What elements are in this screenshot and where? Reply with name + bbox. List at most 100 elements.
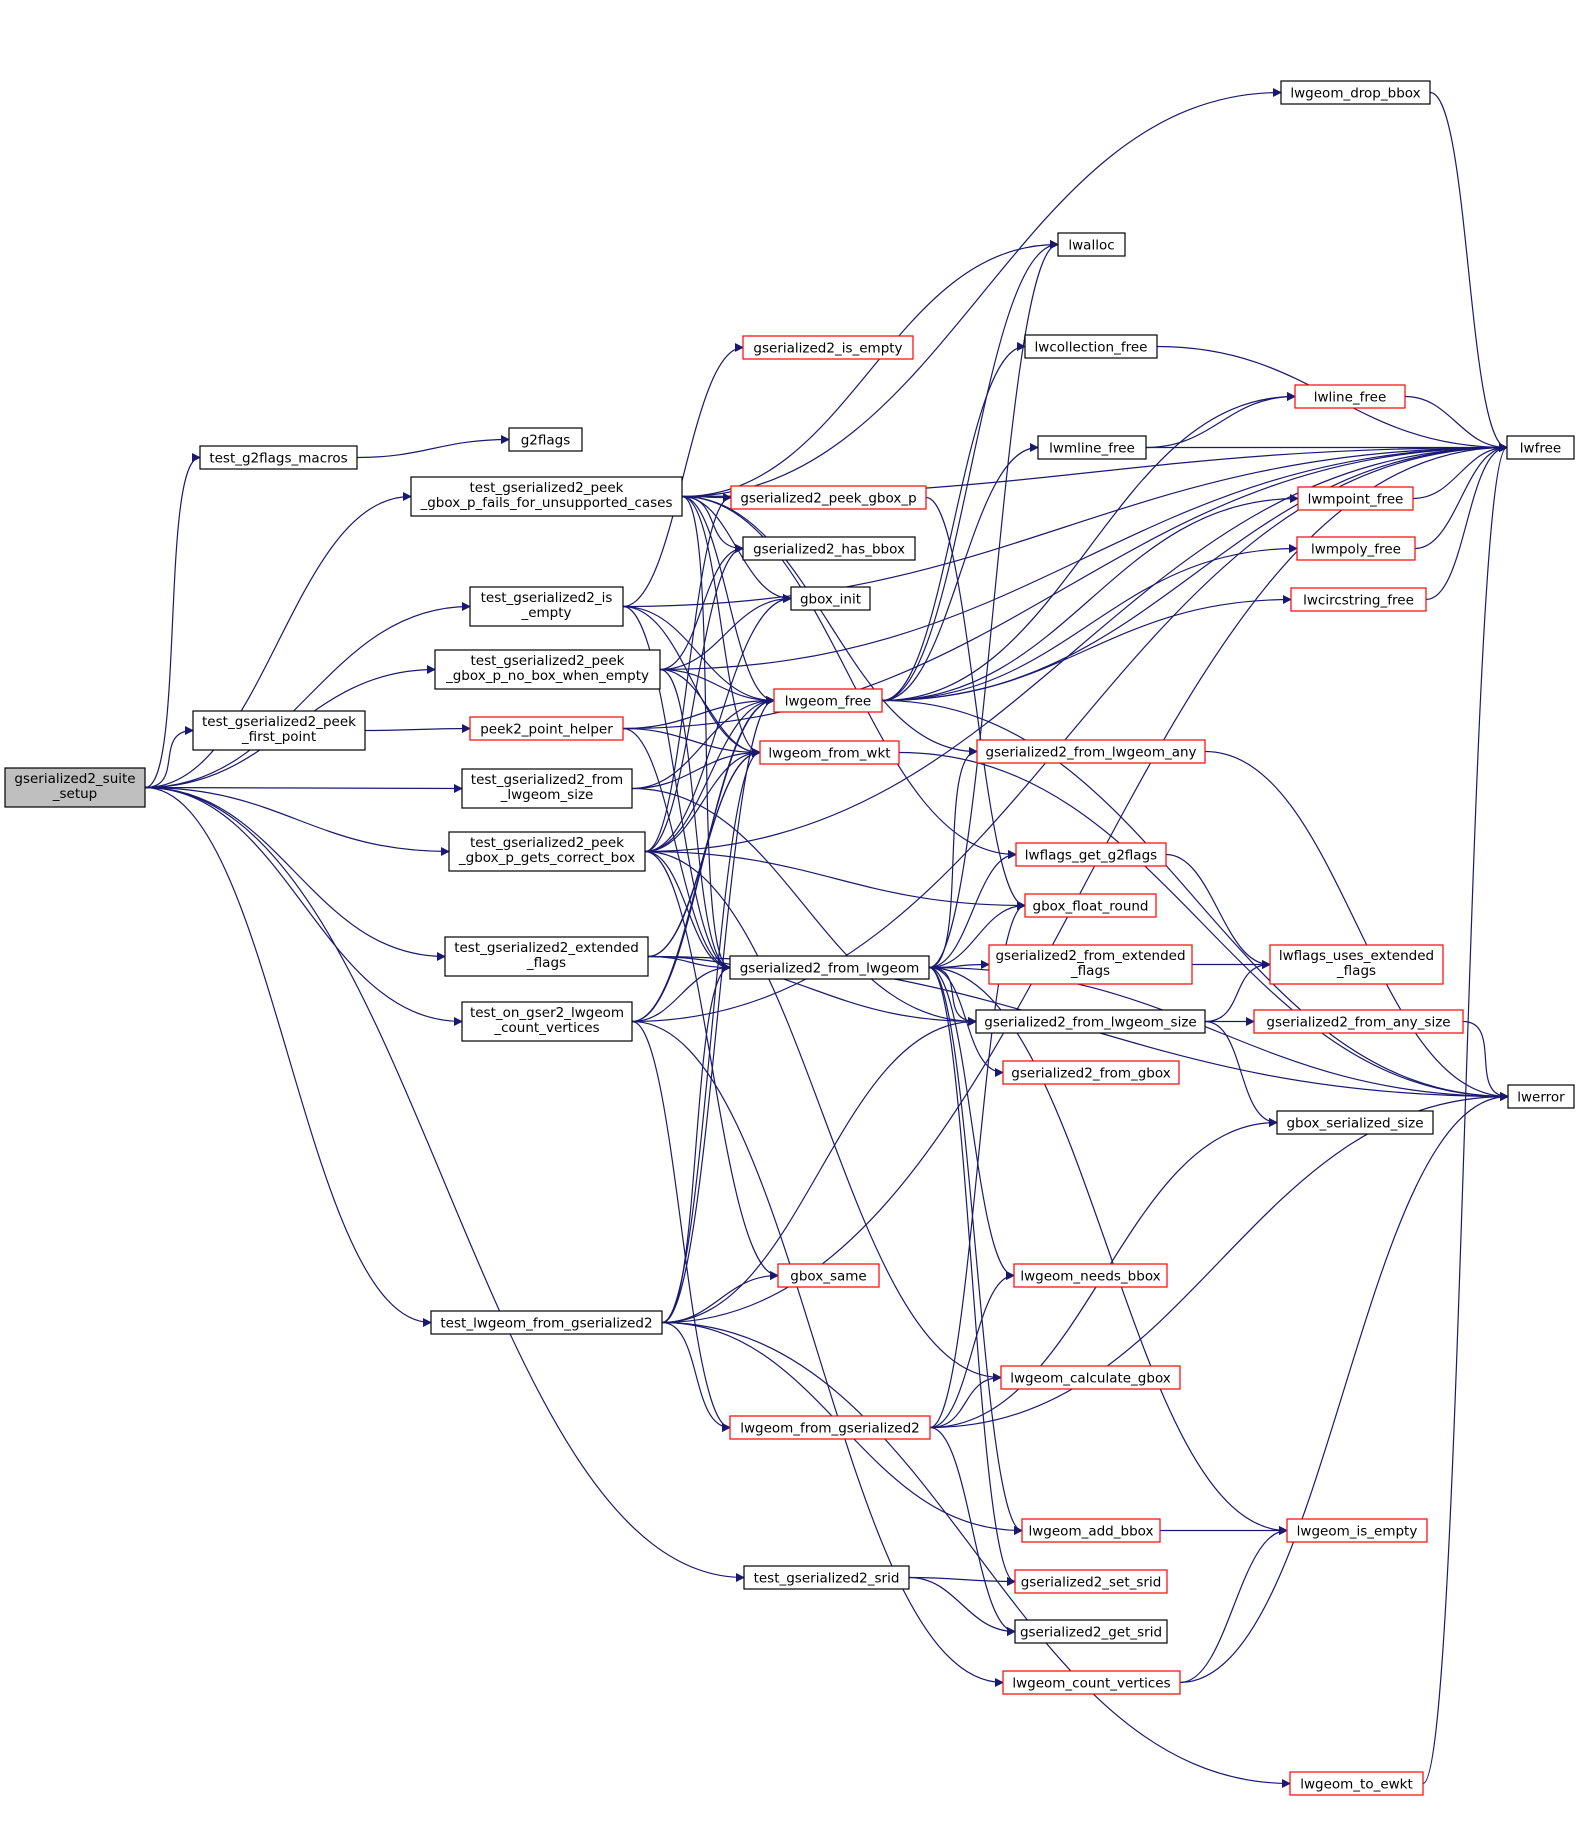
call-edge-peek_correct_box-to-gbox_float_round	[644, 850, 1026, 910]
node-count-vertices-test[interactable]: test_on_gser2_lwgeom_count_vertices	[461, 1001, 633, 1042]
node-gbox-float-round[interactable]: gbox_float_round	[1024, 893, 1157, 918]
node-lwerror[interactable]: lwerror	[1507, 1084, 1575, 1109]
node-label: test_gserialized2_peek	[202, 714, 356, 730]
node-peek-unsupported[interactable]: test_gserialized2_peek_gbox_p_fails_for_…	[410, 476, 683, 517]
call-edge-lwcircstring_free-to-lwfree	[1425, 443, 1508, 601]
node-root[interactable]: gserialized2_suite_setup	[4, 767, 146, 808]
call-edge-gserialized2_from_lwgeom-to-gbox_float_round	[928, 901, 1026, 969]
node-lwgeom-count-vertices[interactable]: lwgeom_count_vertices	[1002, 1670, 1181, 1695]
node-label: lwgeom_needs_bbox	[1020, 1269, 1160, 1285]
node-lwmpoint-free[interactable]: lwmpoint_free	[1297, 486, 1414, 511]
node-gbox-init[interactable]: gbox_init	[790, 586, 871, 611]
node-gbox-serialized-size[interactable]: gbox_serialized_size	[1276, 1110, 1434, 1135]
node-label: _flags	[1070, 963, 1110, 979]
node-lwgeom-to-ewkt[interactable]: lwgeom_to_ewkt	[1289, 1771, 1424, 1796]
node-label: g2flags	[521, 433, 571, 449]
node-gserialized2-from-lwgeom-any[interactable]: gserialized2_from_lwgeom_any	[976, 739, 1206, 764]
node-label: test_gserialized2_is	[481, 590, 613, 606]
node-label: _gbox_p_fails_for_unsupported_cases	[419, 495, 672, 511]
node-lwgeom-needs-bbox[interactable]: lwgeom_needs_bbox	[1013, 1263, 1168, 1288]
call-edge-root-to-from_lwgeom_size_test	[144, 783, 463, 793]
call-edge-lwgeom_to_ewkt-to-lwfree	[1422, 443, 1508, 1785]
node-box	[1289, 1771, 1424, 1796]
node-lwgeom-from-gserialized2-test[interactable]: test_lwgeom_from_gserialized2	[430, 1310, 663, 1335]
node-box	[434, 649, 661, 690]
call-edge-lwmpoly_free-to-lwfree	[1414, 443, 1508, 550]
node-gserialized2-get-srid[interactable]: gserialized2_get_srid	[1014, 1619, 1168, 1644]
node-from-lwgeom-size-test[interactable]: test_gserialized2_from_lwgeom_size	[461, 768, 633, 809]
node-gbox-same[interactable]: gbox_same	[777, 1263, 880, 1288]
node-box	[759, 740, 900, 765]
node-peek-first-point[interactable]: test_gserialized2_peek_first_point	[192, 710, 366, 751]
call-edge-gserialized2_from_lwgeom_size-to-lwflags_uses_extended_flags	[1204, 960, 1271, 1023]
node-test-is-empty[interactable]: test_gserialized2_is_empty	[469, 586, 624, 627]
node-box	[1290, 587, 1427, 612]
node-label: lwgeom_drop_bbox	[1290, 86, 1420, 102]
node-lwcircstring-free[interactable]: lwcircstring_free	[1290, 587, 1427, 612]
node-box	[1297, 486, 1414, 511]
node-label: _empty	[520, 605, 571, 621]
node-lwcollection-free[interactable]: lwcollection_free	[1024, 334, 1158, 359]
node-box	[976, 739, 1206, 764]
call-edge-lwgeom_from_gserialized2_test-to-gserialized2_from_lwgeom_size	[661, 1017, 977, 1324]
node-box	[743, 1565, 910, 1590]
node-lwmline-free[interactable]: lwmline_free	[1037, 435, 1147, 460]
node-box	[469, 716, 624, 741]
call-edge-gserialized2_from_lwgeom_any-to-lwerror	[1204, 750, 1509, 1101]
node-lwfree[interactable]: lwfree	[1506, 435, 1575, 460]
node-box	[508, 427, 583, 452]
node-label: lwalloc	[1068, 238, 1114, 254]
node-label: lwerror	[1517, 1090, 1565, 1106]
node-peek-correct-box[interactable]: test_gserialized2_peek_gbox_p_gets_corre…	[448, 831, 646, 872]
node-peek-no-box[interactable]: test_gserialized2_peek_gbox_p_no_box_whe…	[434, 649, 661, 690]
node-test-g2flags-macros[interactable]: test_g2flags_macros	[199, 445, 358, 470]
node-gserialized2-peek-gbox-p[interactable]: gserialized2_peek_gbox_p	[730, 485, 927, 510]
node-srid-test[interactable]: test_gserialized2_srid	[743, 1565, 910, 1590]
node-lwgeom-is-empty[interactable]: lwgeom_is_empty	[1286, 1518, 1428, 1543]
call-edge-root-to-peek_unsupported	[144, 492, 412, 789]
node-label: _setup	[52, 786, 98, 802]
node-label: lwgeom_count_vertices	[1012, 1676, 1170, 1692]
node-label: lwgeom_add_bbox	[1029, 1524, 1154, 1540]
call-edge-peek_no_box-to-lwgeom_free	[659, 668, 775, 705]
node-lwgeom-drop-bbox[interactable]: lwgeom_drop_bbox	[1280, 80, 1431, 105]
node-g2flags[interactable]: g2flags	[508, 427, 583, 452]
node-lwflags-uses-extended-flags[interactable]: lwflags_uses_extended_flags	[1269, 944, 1444, 985]
call-edge-gserialized2_peek_gbox_p-to-gbox_float_round	[925, 496, 1026, 910]
node-lwgeom-add-bbox[interactable]: lwgeom_add_bbox	[1021, 1518, 1161, 1543]
node-lwgeom-from-wkt[interactable]: lwgeom_from_wkt	[759, 740, 900, 765]
node-gserialized2-from-lwgeom-size[interactable]: gserialized2_from_lwgeom_size	[975, 1009, 1206, 1034]
node-lwline-free[interactable]: lwline_free	[1294, 384, 1406, 409]
node-gserialized2-from-any-size[interactable]: gserialized2_from_any_size	[1253, 1009, 1464, 1034]
call-edge-srid_test-to-gserialized2_set_srid	[908, 1576, 1016, 1586]
node-lwgeom-free[interactable]: lwgeom_free	[773, 688, 883, 713]
node-gserialized2-from-extended-flags[interactable]: gserialized2_from_extended_flags	[988, 944, 1193, 985]
node-gserialized2-is-empty[interactable]: gserialized2_is_empty	[742, 335, 914, 360]
node-extended-flags-test[interactable]: test_gserialized2_extended_flags	[444, 936, 649, 977]
node-lwgeom-from-gserialized2[interactable]: lwgeom_from_gserialized2	[729, 1415, 931, 1440]
node-gserialized2-set-srid[interactable]: gserialized2_set_srid	[1014, 1569, 1168, 1594]
call-edge-peek_correct_box-to-lwgeom_from_wkt	[644, 748, 761, 853]
node-label: gserialized2_get_srid	[1020, 1625, 1162, 1641]
call-edge-lwgeom_from_gserialized2_test-to-gserialized2_from_lwgeom	[661, 963, 731, 1324]
call-edge-lwgeom_from_gserialized2_test-to-lwgeom_from_gserialized2	[661, 1321, 731, 1432]
node-box	[975, 1009, 1206, 1034]
node-gserialized2-has-bbox[interactable]: gserialized2_has_bbox	[742, 536, 916, 561]
node-peek2-point-helper[interactable]: peek2_point_helper	[469, 716, 624, 741]
call-edge-peek_unsupported-to-gserialized2_from_lwgeom	[681, 495, 731, 972]
node-lwflags-get-g2flags[interactable]: lwflags_get_g2flags	[1015, 842, 1167, 867]
call-edge-lwgeom_from_gserialized2-to-lwgeom_calculate_gbox	[929, 1373, 1002, 1429]
node-label: lwmline_free	[1049, 441, 1135, 457]
node-lwalloc[interactable]: lwalloc	[1057, 232, 1126, 257]
call-edge-lwgeom_free-to-lwerror	[881, 699, 1509, 1101]
node-lwmpoly-free[interactable]: lwmpoly_free	[1296, 536, 1416, 561]
node-gserialized2-from-lwgeom[interactable]: gserialized2_from_lwgeom	[729, 955, 930, 980]
call-edge-test_g2flags_macros-to-g2flags	[356, 435, 510, 459]
call-edge-peek_correct_box-to-gserialized2_peek_gbox_p	[644, 493, 732, 853]
node-gserialized2-from-gbox[interactable]: gserialized2_from_gbox	[1002, 1060, 1180, 1085]
call-edge-peek_correct_box-to-lwgeom_free	[644, 696, 775, 853]
call-edge-gserialized2_from_lwgeom-to-lwgeom_is_empty	[928, 966, 1288, 1535]
node-label: lwgeom_from_gserialized2	[740, 1421, 920, 1437]
node-label: _count_vertices	[493, 1020, 599, 1036]
node-lwgeom-calculate-gbox[interactable]: lwgeom_calculate_gbox	[1000, 1365, 1181, 1390]
